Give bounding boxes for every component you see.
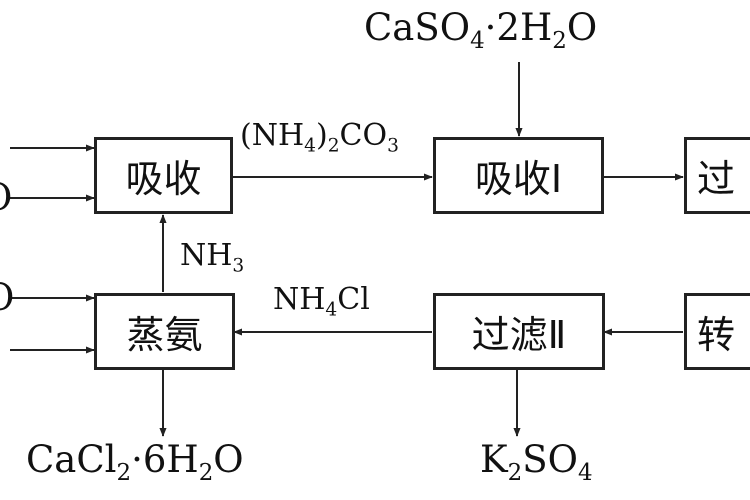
node-filter-1-label: 过 — [697, 157, 736, 201]
node-absorb-1-label: 吸收Ⅰ — [474, 157, 563, 201]
node-convert: 转 — [684, 293, 750, 370]
label-left-input-3: O — [0, 276, 14, 319]
label-nh4cl: NH4Cl — [273, 282, 370, 321]
node-filter-1: 过 — [684, 137, 750, 214]
node-absorb-1: 吸收Ⅰ — [433, 137, 604, 214]
node-absorb: 吸收 — [94, 137, 233, 214]
node-convert-label: 转 — [697, 313, 736, 357]
node-filter-2-label: 过滤Ⅱ — [471, 313, 567, 357]
node-ammonia-steam-label: 蒸氨 — [126, 313, 203, 357]
label-nh3: NH3 — [180, 238, 245, 277]
node-filter-2: 过滤Ⅱ — [433, 293, 605, 370]
node-ammonia-steam: 蒸氨 — [94, 293, 235, 370]
label-k2so4: K2SO4 — [480, 438, 593, 487]
label-left-input-2: O — [0, 176, 12, 219]
label-nh4-2co3: (NH4)2CO3 — [240, 118, 399, 157]
label-caso4: CaSO4·2H2O — [364, 6, 598, 55]
node-absorb-label: 吸收 — [125, 157, 202, 201]
label-cacl2: CaCl2·6H2O — [26, 438, 244, 487]
